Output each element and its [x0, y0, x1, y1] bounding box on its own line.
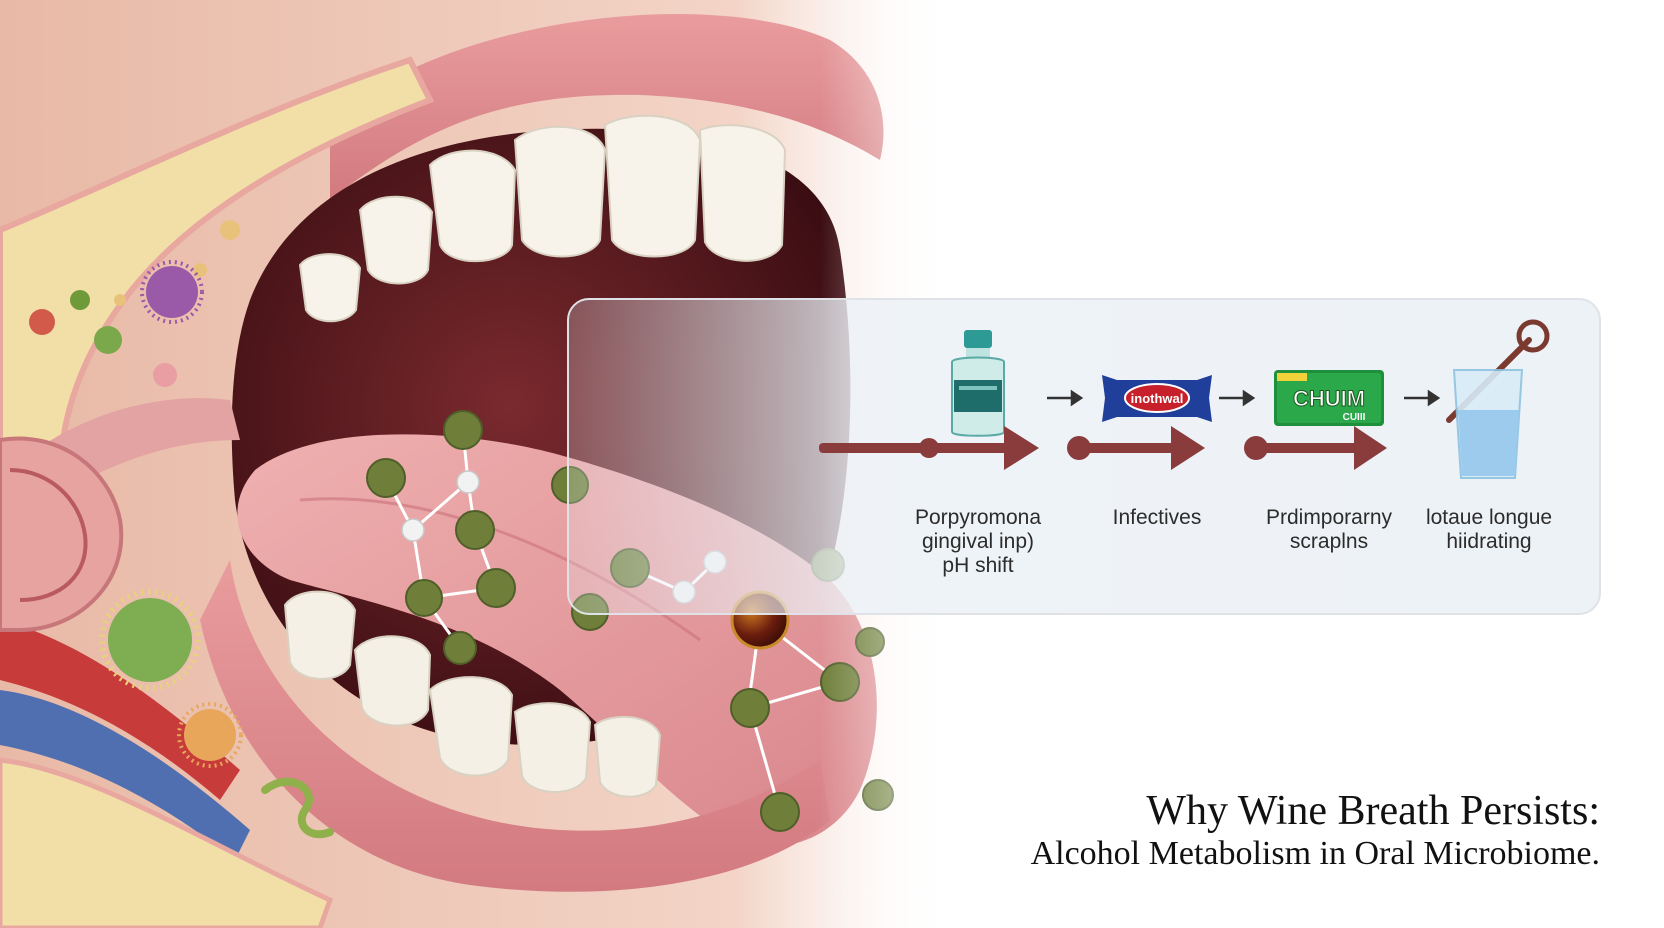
- gum-package-subtext: CUIII: [1343, 412, 1366, 423]
- bacteria-cluster: [29, 260, 334, 839]
- step-label-4: lotaue longue hiidrating: [1425, 506, 1553, 553]
- process-arrows: [819, 426, 1387, 470]
- chewing-gum-icon: CHUIM CUIII: [1274, 370, 1384, 426]
- subtitle: Alcohol Metabolism in Oral Microbiome.: [1030, 835, 1600, 872]
- step-label-1: Porpyromona gingival inp) pH shift: [914, 506, 1042, 577]
- lower-teeth: [283, 590, 662, 798]
- gum-package-text: CHUIM: [1293, 386, 1365, 411]
- step-label-2: Infectives: [1112, 506, 1202, 529]
- mouthwash-bottle-icon: [951, 330, 1005, 437]
- upper-teeth: [298, 114, 787, 323]
- remedies-panel: inothwal CHUIM CUIII: [567, 298, 1601, 615]
- step-label-3: Prdimporarny scraplns: [1265, 506, 1393, 553]
- water-glass-scraper-icon: [1446, 319, 1550, 479]
- flow-arrows: [1047, 389, 1441, 407]
- mint-candy-icon: inothwal: [1102, 375, 1212, 422]
- title: Why Wine Breath Persists:: [1146, 788, 1600, 834]
- title-block: Why Wine Breath Persists: Alcohol Metabo…: [1031, 788, 1600, 874]
- candy-package-text: inothwal: [1131, 391, 1184, 406]
